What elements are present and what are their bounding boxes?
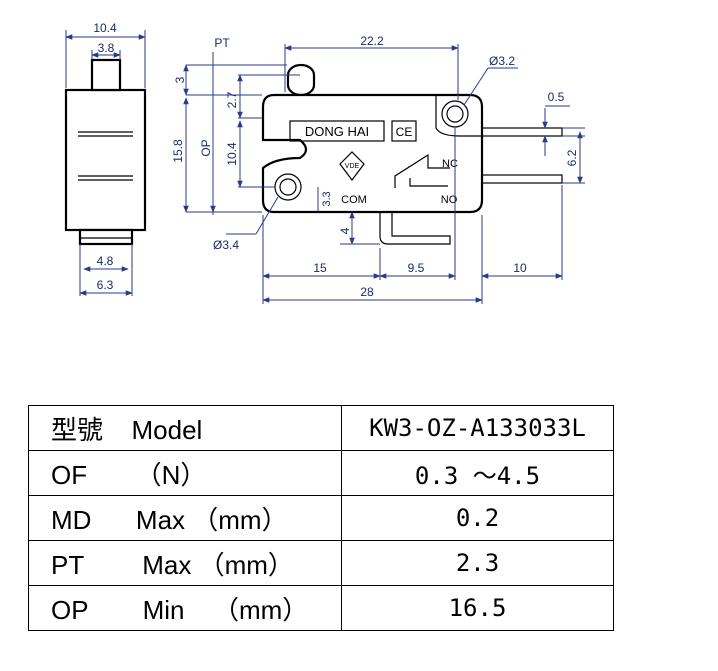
row-label: OP Min （mm） [28,585,342,631]
dim-10: 10 [513,261,527,275]
dim-3-3: 3.3 [321,191,333,206]
dim-0-5: 0.5 [548,90,565,104]
dim-6-2: 6.2 [565,149,579,166]
row-label: PT Max （mm） [28,540,342,586]
table-row: 型號 Model KW3-OZ-A133033L [28,405,614,451]
dim-hole-left: Ø3.4 [213,238,239,252]
terminal-com-label: COM [341,194,367,206]
side-view-body [64,88,147,232]
row-label: 型號 Model [28,405,342,451]
terminal-nc [481,127,563,137]
row-value: KW3-OZ-A133033L [341,405,614,451]
dim-length-top: 22.2 [360,34,384,48]
switch-dimension-drawing: 10.4 3.8 4.8 6.3 DONG HAI CE VDE [64,21,585,304]
label-b: （N） [135,459,207,490]
row-value: 0.2 [341,495,614,541]
terminal-no [481,174,563,184]
front-view-plunger [286,63,316,97]
front-view: DONG HAI CE VDE NC NO COM 22.2 Ø3.2 Ø3.4 [171,34,585,304]
label-a: 型號 [51,414,104,445]
dim-side-bottom-outer: 6.3 [97,278,114,292]
row-value: 2.3 [341,540,614,586]
dim-9-5: 9.5 [408,261,425,275]
label-a: OP [51,594,89,625]
dim-hole-right: Ø3.2 [489,54,515,68]
label-a: MD [51,504,92,535]
brand-label: DONG HAI [305,124,369,139]
terminal-no-label: NO [441,194,458,206]
dim-2-7: 2.7 [225,91,239,108]
spec-table: 型號 Model KW3-OZ-A133033L OF （N） 0.3 ～4.5… [28,405,614,631]
dim-side-width: 10.4 [93,21,117,35]
label-a: OF [51,459,88,490]
label-c: （mm） [198,549,294,580]
dim-pt-label: PT [214,36,230,50]
side-view-plunger [90,58,122,92]
terminal-nc-label: NC [442,158,458,170]
table-row: OF （N） 0.3 ～4.5 [28,450,614,496]
label-c: （mm） [212,594,309,625]
row-label: MD Max （mm） [28,495,342,541]
side-view-terminal [78,228,134,246]
dim-10-4: 10.4 [225,142,239,166]
vde-icon: VDE [339,151,365,181]
dim-side-plunger: 3.8 [98,41,115,55]
row-label: OF （N） [28,450,342,496]
dim-15-8: 15.8 [171,139,185,163]
dim-15: 15 [313,261,327,275]
label-b: Max [142,549,192,580]
label-b: Min [142,594,185,625]
dim-op-label: OP [199,139,213,156]
label-b: Model [131,414,203,445]
label-a: PT [51,549,84,580]
ce-mark: CE [396,125,413,139]
dim-28: 28 [360,285,374,299]
front-view-hole-right [441,100,469,128]
label-c: （mm） [192,504,288,535]
label-b: Max [135,504,186,535]
table-row: MD Max （mm） 0.2 [28,495,614,541]
row-value: 16.5 [341,585,614,631]
table-row: PT Max （mm） 2.3 [28,540,614,586]
side-view: 10.4 3.8 4.8 6.3 [64,21,147,296]
terminal-com [379,212,451,245]
svg-text:VDE: VDE [345,163,360,170]
dim-4: 4 [338,227,352,234]
brand-box [289,120,385,142]
ce-box [391,120,417,142]
dim-3: 3 [173,76,187,83]
front-view-body [261,93,484,214]
row-value: 0.3 ～4.5 [341,450,614,496]
table-row: OP Min （mm） 16.5 [28,585,614,631]
dim-side-bottom-inner: 4.8 [97,254,114,268]
